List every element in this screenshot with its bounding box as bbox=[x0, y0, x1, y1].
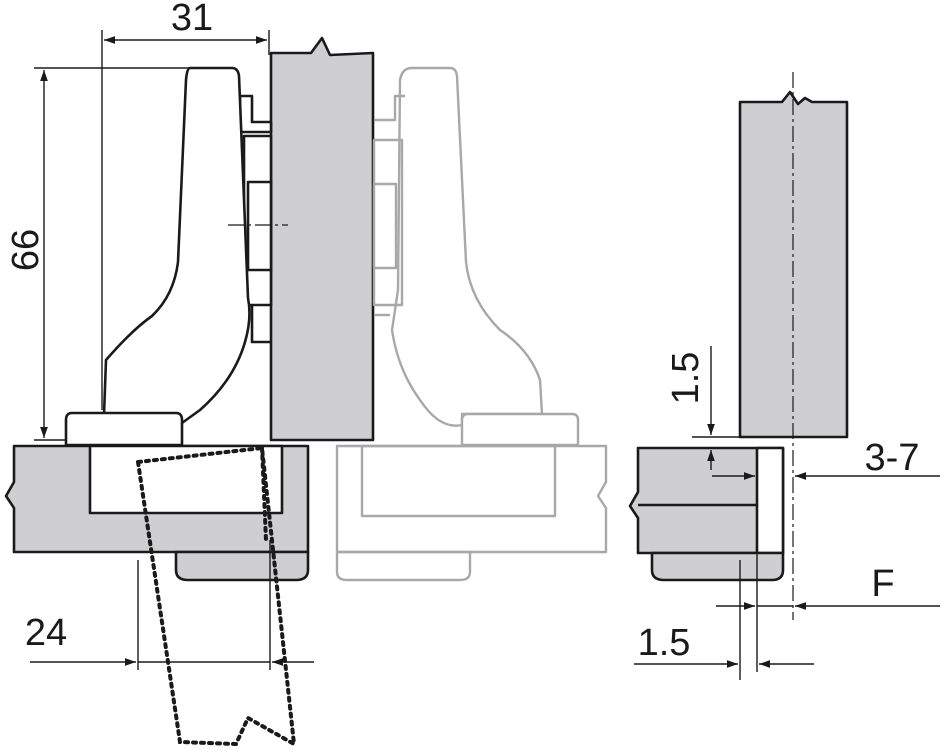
dimension-bottom-right: 1.5 bbox=[638, 622, 691, 664]
hinge-arm bbox=[102, 66, 251, 443]
dimension-width-top: 31 bbox=[171, 0, 213, 39]
dimension-overlay-right: 3-7 bbox=[865, 437, 920, 479]
dimension-offset-bottom: 24 bbox=[25, 612, 67, 654]
dimension-label-f: F bbox=[871, 563, 894, 605]
hinge-cup-top bbox=[64, 411, 184, 447]
ghost-hinge-view bbox=[335, 66, 608, 582]
dimension-gap-right: 1.5 bbox=[665, 352, 707, 405]
overlay-detail-view bbox=[628, 72, 849, 620]
cabinet-side-panel bbox=[269, 36, 375, 442]
dimension-lines bbox=[30, 30, 940, 680]
left-hinge-view bbox=[4, 36, 375, 748]
detail-cup-boss bbox=[650, 551, 785, 582]
hinge-cup-boss bbox=[174, 550, 310, 582]
dimension-height-left: 66 bbox=[5, 229, 47, 271]
